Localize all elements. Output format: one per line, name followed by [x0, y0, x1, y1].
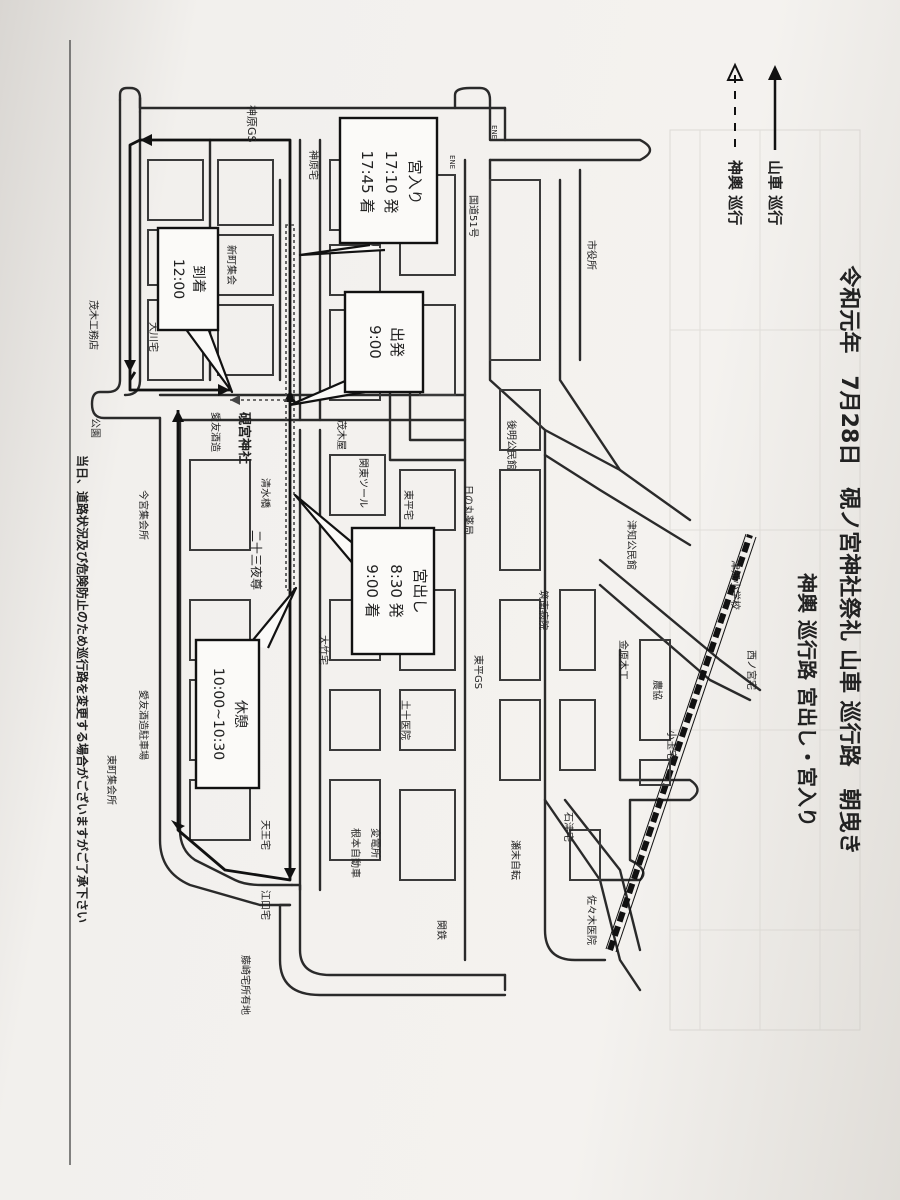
callout-miyadashi: 宮出し 8:30 発 9:00 着	[293, 493, 436, 656]
label-atago-chushajo: 愛友酒造駐車場	[137, 690, 150, 760]
place-labels: 神原GS 神原宅 国道51号 市役所 新町集会 大川宅 茂木工務店 公園 今宮集…	[87, 105, 758, 1015]
label-atago-sake: 愛友酒造	[209, 412, 222, 452]
label-tohei: 東平宅	[402, 490, 415, 520]
legend-dashed: 神輿 巡行	[726, 62, 744, 225]
label-eneos-1: ENE	[490, 125, 498, 139]
legend-solid-label: 山車 巡行	[766, 160, 784, 225]
label-tsuchi-koen: 津知公民館	[625, 520, 638, 570]
label-tsuchi-byoin: 筑南病院	[537, 590, 550, 630]
callout-miyairi-line1: 17:10 発	[382, 151, 400, 214]
label-kokudo51: 国道51号	[467, 195, 480, 238]
page-title: 令和元年 7月28日 硯ノ宮神社祭礼 山車 巡行路 朝曳き	[836, 265, 862, 854]
label-otake: 大竹宅	[317, 635, 330, 665]
label-sesaki: 瀬末自転	[509, 840, 522, 880]
label-shinmachi: 新町集会	[225, 245, 238, 285]
notice: 当日、道路状況及び危険防止のため巡行路を変更する場合がございますがご了承下さい	[75, 455, 90, 923]
legend: 山車 巡行 神輿 巡行	[726, 62, 784, 225]
label-sasaki: 佐々木医院	[585, 895, 598, 945]
dashi-route	[124, 134, 296, 882]
label-doju: 土十医院	[399, 700, 412, 740]
label-tenno: 天王宅	[259, 820, 272, 850]
label-nemoto: 根本自動車	[349, 828, 362, 878]
legend-solid: 山車 巡行	[766, 65, 784, 225]
label-kanbara-gs: 神原GS	[245, 105, 259, 143]
notice-text: 当日、道路状況及び危険防止のため巡行路を変更する場合がございますがご了承下さい	[75, 455, 90, 923]
callout-miyairi-line2: 17:45 着	[358, 151, 376, 214]
label-tsuchi-shogakko: 津知小学校	[729, 560, 742, 610]
legend-dashed-label: 神輿 巡行	[726, 160, 744, 225]
callout-miyadashi-title: 宮出し	[411, 568, 429, 613]
callout-miyairi: 宮入り 17:10 発 17:45 着	[298, 116, 439, 257]
title-block: 令和元年 7月28日 硯ノ宮神社祭礼 山車 巡行路 朝曳き	[836, 265, 862, 854]
callout-kyukei-title: 休憩	[232, 700, 249, 728]
callout-shuppatsu: 出発 9:00	[288, 290, 425, 407]
bleed-through	[669, 129, 861, 1031]
label-hinomaru: 日の丸薬局	[462, 485, 475, 535]
callout-tochaku-line1: 12:00	[170, 259, 186, 299]
label-kanbara-taku: 神原宅	[307, 150, 320, 180]
callout-miyadashi-line2: 9:00 着	[363, 564, 381, 617]
label-nishinomiya: 西ノ宮宅	[745, 650, 758, 690]
label-shigeki: 茂木工務店	[87, 300, 100, 350]
subtitle-block: 神輿 巡行路 宮出し・宮入り	[795, 573, 819, 827]
label-tohei-gs: 東平GS	[472, 655, 485, 689]
callout-tochaku-title: 到着	[190, 265, 206, 293]
label-okawa: 大川宅	[147, 322, 160, 352]
label-mogi-hon: 茂木屋	[335, 420, 348, 450]
page-subtitle: 神輿 巡行路 宮出し・宮入り	[795, 573, 819, 827]
label-fujisaki: 藤崎宅所有地	[239, 955, 252, 1015]
label-imamiya: 今宮集会所	[137, 490, 150, 540]
callout-kyukei: 休憩 10:00~10:30	[194, 586, 298, 790]
label-eneos-2: ENE	[448, 155, 456, 169]
label-kanto-rail: 関鉄	[435, 920, 448, 940]
label-gomei-koen: 後明公民館	[505, 420, 518, 470]
callout-miyadashi-line1: 8:30 発	[387, 564, 405, 617]
callout-shuppatsu-line1: 9:00	[366, 325, 384, 359]
label-kanto-tool: 関東ツール	[357, 458, 370, 508]
label-koen: 公園	[89, 418, 101, 438]
label-eguchi: 江口宅	[259, 890, 272, 920]
label-misegawa: 清水橋	[259, 478, 272, 508]
label-henden: 変電所	[369, 828, 382, 858]
label-nijusan: 二十三夜尊	[249, 530, 264, 590]
road-network	[90, 86, 762, 997]
callout-miyairi-title: 宮入り	[406, 159, 424, 204]
railway	[607, 534, 753, 951]
label-ishizu: 石津宅	[562, 812, 575, 842]
label-higashimachi: 東町集会所	[105, 755, 118, 805]
label-shiyakusho: 市役所	[585, 240, 598, 270]
label-kodama: 小玉宅	[665, 730, 678, 760]
label-nokyo: 農協	[651, 680, 664, 700]
label-shrine: 硯宮神社	[236, 411, 252, 464]
callout-tochaku: 到着 12:00	[156, 226, 234, 394]
callout-shuppatsu-title: 出発	[388, 327, 406, 357]
callout-kyukei-line1: 10:00~10:30	[210, 668, 226, 760]
label-kanbara-ki: 金原木工	[617, 640, 630, 680]
